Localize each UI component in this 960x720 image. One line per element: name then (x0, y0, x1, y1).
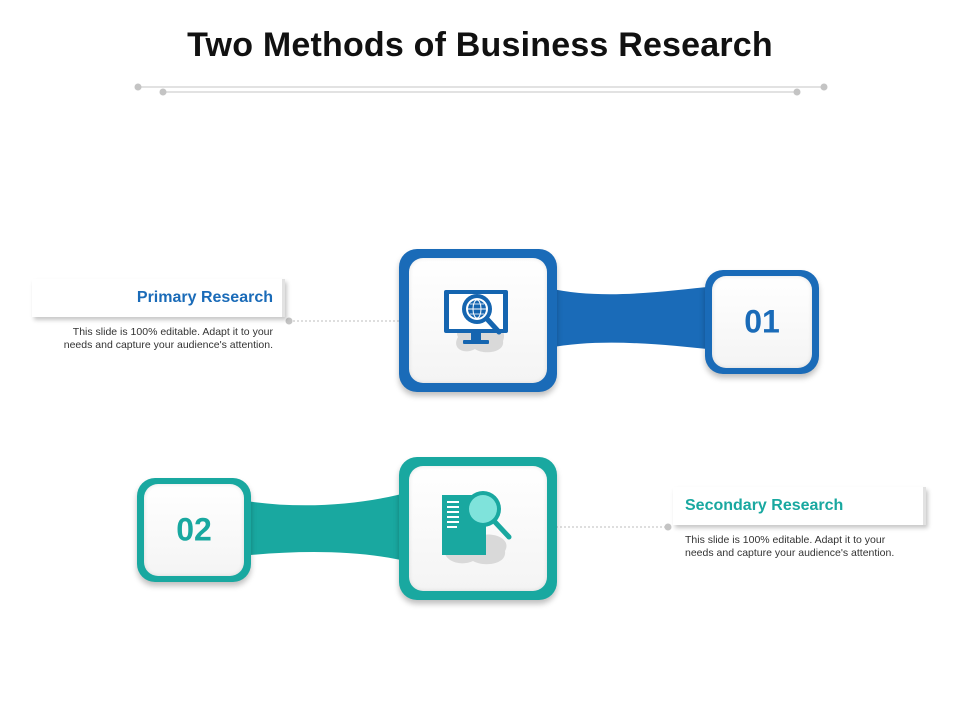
primary-icon-card (399, 249, 557, 392)
primary-number-card: 01 (705, 270, 819, 374)
secondary-connector-band (240, 492, 410, 562)
secondary-number-card-inner (144, 484, 244, 576)
secondary-icon-card (399, 457, 557, 600)
secondary-research-label-box: Secondary Research (673, 487, 926, 525)
title-divider (134, 83, 828, 96)
page-title: Two Methods of Business Research (187, 26, 773, 64)
primary-research-description: This slide is 100% editable. Adapt it to… (63, 326, 273, 351)
primary-number-card-inner (712, 276, 812, 368)
secondary-research-description: This slide is 100% editable. Adapt it to… (685, 534, 895, 559)
primary-connector-band (548, 286, 716, 350)
primary-research-label-box: Primary Research (32, 279, 285, 317)
secondary-number-card: 02 (137, 478, 251, 582)
primary-leader-dot (285, 317, 293, 325)
primary-research-heading: Primary Research (136, 289, 273, 306)
secondary-research-heading: Secondary Research (685, 497, 844, 514)
secondary-leader-dot (664, 523, 672, 531)
document-search-icon (442, 491, 512, 565)
primary-number: 01 (744, 303, 780, 340)
secondary-number: 02 (176, 511, 212, 548)
monitor-globe-search-icon (444, 290, 508, 353)
